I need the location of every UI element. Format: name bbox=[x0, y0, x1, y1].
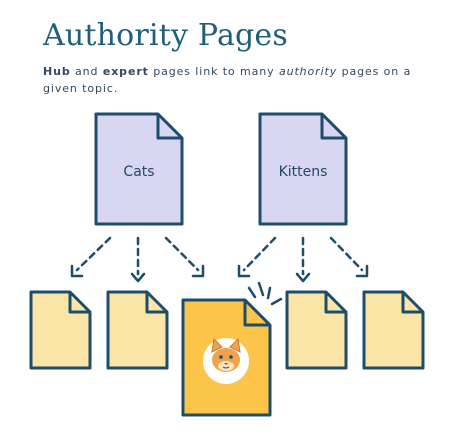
arrow-head-kittens-1 bbox=[237, 264, 251, 278]
hub-page-cats-fold bbox=[156, 114, 182, 140]
arrow-cats-1 bbox=[75, 236, 112, 272]
hub-page-kittens-label: Kittens bbox=[279, 164, 328, 180]
hub-page-kittens: Kittens bbox=[258, 112, 348, 226]
arrow-kittens-3 bbox=[329, 236, 364, 272]
linked-page-1 bbox=[29, 290, 92, 370]
hub-page-cats-label: Cats bbox=[123, 164, 154, 180]
hub-page-kittens-shape bbox=[258, 112, 348, 226]
arrow-heads bbox=[70, 264, 369, 283]
authority-page-fold bbox=[243, 300, 270, 327]
arrow-head-kittens-2 bbox=[295, 272, 311, 283]
link-arrows bbox=[75, 236, 364, 276]
hub-page-cats-shape bbox=[94, 112, 184, 226]
page-subtitle: Hub and expert pages link to many author… bbox=[43, 65, 412, 95]
hub-page-cats: Cats bbox=[94, 112, 184, 226]
arrow-cats-3 bbox=[164, 236, 200, 272]
arrow-head-kittens-3 bbox=[355, 264, 369, 278]
linked-page-3 bbox=[285, 290, 348, 370]
arrow-head-cats-1 bbox=[70, 264, 84, 278]
cat-face-icon bbox=[203, 337, 249, 384]
arrow-head-cats-3 bbox=[191, 264, 205, 278]
hub-page-kittens-fold bbox=[320, 114, 346, 140]
linked-page-4 bbox=[362, 290, 425, 370]
authority-page bbox=[181, 298, 272, 417]
emphasis-rays bbox=[247, 281, 283, 306]
subtitle-authority: authority bbox=[278, 65, 338, 78]
page-title: Authority Pages bbox=[43, 18, 288, 53]
subtitle-hub: Hub bbox=[43, 65, 71, 78]
arrow-head-cats-2 bbox=[130, 272, 146, 283]
arrow-kittens-1 bbox=[242, 236, 277, 272]
linked-page-2 bbox=[106, 290, 169, 370]
subtitle-expert: expert bbox=[102, 65, 149, 78]
